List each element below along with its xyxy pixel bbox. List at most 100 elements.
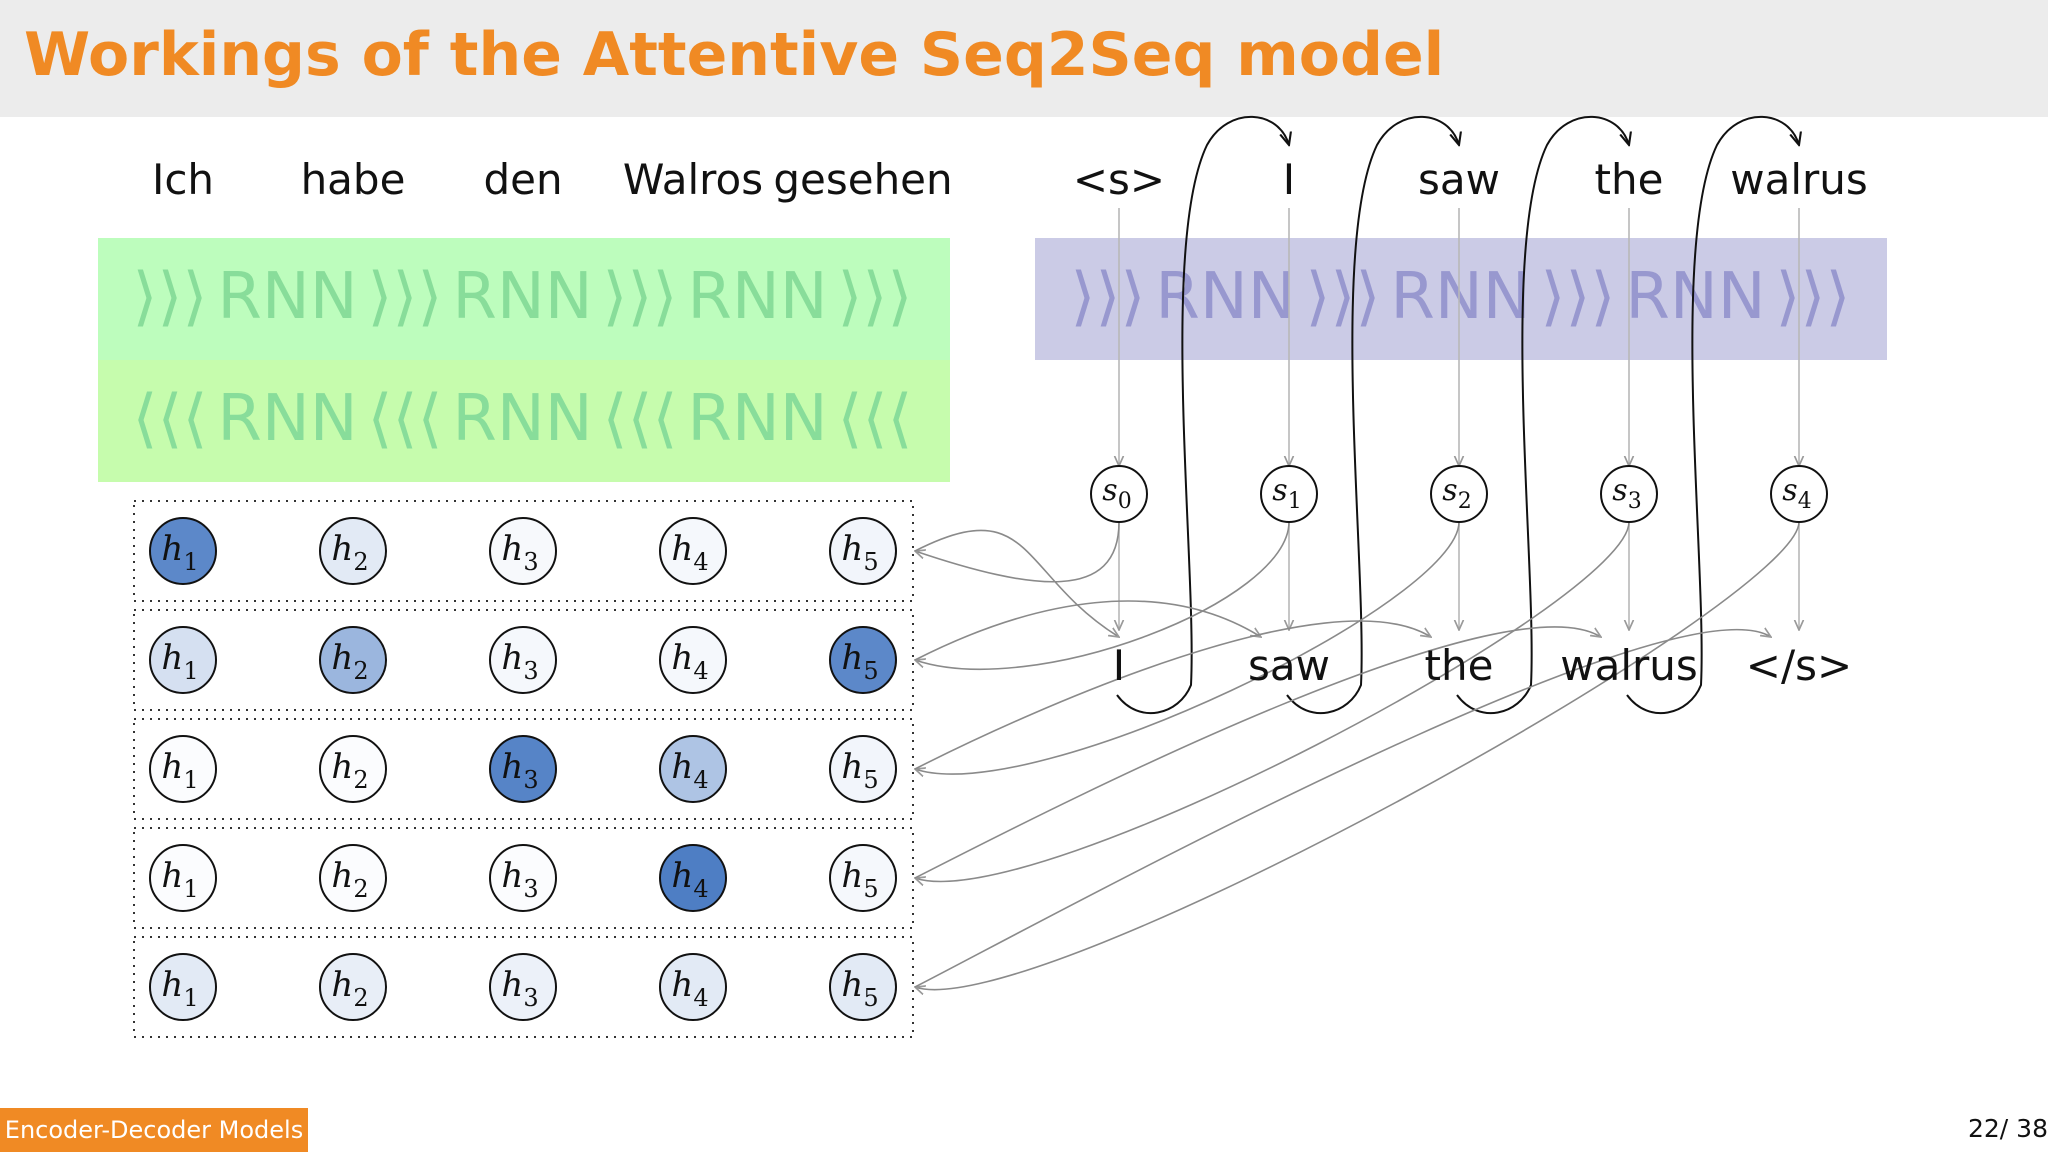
decoder-state-circle	[1770, 465, 1828, 523]
hidden-state-label: h1	[161, 747, 198, 794]
hidden-state-label: h2	[331, 965, 368, 1012]
hidden-state-circle	[659, 626, 727, 694]
state-to-attention-arrow	[915, 521, 1800, 990]
decoder-state-circle	[1430, 465, 1488, 523]
hidden-state-node: h2	[319, 844, 387, 912]
hidden-state-node: h5	[829, 626, 897, 694]
context-to-output-arrow	[914, 529, 1119, 637]
source-word: den	[483, 155, 562, 204]
source-word: habe	[301, 155, 406, 204]
context-to-output-arrow	[914, 626, 1601, 879]
decoder-state-label: s0	[1102, 473, 1131, 514]
hidden-state-label: h2	[331, 529, 368, 576]
hidden-state-label: h2	[331, 856, 368, 903]
hidden-state-node: h1	[149, 626, 217, 694]
hidden-state-circle	[829, 844, 897, 912]
decoder-state-node: s2	[1430, 465, 1488, 523]
source-word: Ich	[152, 155, 214, 204]
encoder-forward-rnn-label: RNN	[687, 260, 827, 334]
hidden-state-label: h4	[671, 856, 708, 903]
hidden-state-label: h5	[841, 747, 878, 794]
encoder-backward-rnn-label: RNN	[217, 382, 357, 456]
encoder-forward-arrow-glyph: ⟩⟩⟩	[368, 260, 443, 334]
hidden-state-label: h5	[841, 856, 878, 903]
state-to-attention-arrow	[915, 521, 1120, 583]
decoder-state-node: s3	[1600, 465, 1658, 523]
decoder-state-node: s4	[1770, 465, 1828, 523]
hidden-state-node: h2	[319, 626, 387, 694]
hidden-state-node: h5	[829, 735, 897, 803]
encoder-backward-arrow-glyph: ⟨⟨⟨	[603, 382, 678, 456]
decoder-input-word: saw	[1418, 155, 1500, 204]
hidden-state-node: h3	[489, 517, 557, 585]
state-to-attention-arrow	[915, 521, 1460, 774]
hidden-state-circle	[149, 626, 217, 694]
hidden-state-label: h3	[501, 638, 538, 685]
hidden-state-label: h1	[161, 638, 198, 685]
encoder-forward-band	[98, 238, 950, 360]
hidden-state-label: h1	[161, 965, 198, 1012]
hidden-state-circle	[149, 517, 217, 585]
hidden-state-circle	[149, 953, 217, 1021]
encoder-backward-band	[98, 360, 950, 482]
hidden-state-node: h3	[489, 953, 557, 1021]
decoder-state-node: s0	[1090, 465, 1148, 523]
hidden-state-node: h4	[659, 626, 727, 694]
decoder-output-word: walrus	[1560, 641, 1698, 690]
hidden-state-node: h5	[829, 844, 897, 912]
hidden-state-circle	[659, 844, 727, 912]
hidden-state-node: h1	[149, 953, 217, 1021]
hidden-state-label: h3	[501, 747, 538, 794]
attention-diagram: ⟩⟩⟩RNN⟩⟩⟩RNN⟩⟩⟩RNN⟩⟩⟩⟨⟨⟨RNN⟨⟨⟨RNN⟨⟨⟨RNN⟨…	[98, 115, 1887, 1038]
hidden-state-node: h2	[319, 517, 387, 585]
hidden-state-node: h1	[149, 735, 217, 803]
hidden-state-circle	[319, 517, 387, 585]
decoder-output-word: saw	[1248, 641, 1330, 690]
decoder-input-word: <s>	[1073, 155, 1165, 204]
decoder-state-label: s4	[1782, 473, 1811, 514]
decoder-arrow-glyph: ⟩⟩⟩	[1071, 260, 1146, 334]
hidden-state-circle	[659, 735, 727, 803]
source-word: gesehen	[773, 155, 952, 204]
hidden-state-node: h2	[319, 735, 387, 803]
hidden-state-circle	[319, 844, 387, 912]
hidden-state-node: h3	[489, 626, 557, 694]
hidden-state-node: h4	[659, 844, 727, 912]
hidden-state-circle	[149, 735, 217, 803]
hidden-state-label: h3	[501, 965, 538, 1012]
hidden-state-circle	[489, 517, 557, 585]
source-word: Walros	[623, 155, 763, 204]
encoder-forward-arrow-glyph: ⟩⟩⟩	[838, 260, 913, 334]
decoder-output-word: the	[1425, 641, 1494, 690]
hidden-state-label: h5	[841, 638, 878, 685]
decoder-state-circle	[1260, 465, 1318, 523]
hidden-state-circle	[829, 517, 897, 585]
slide-title: Workings of the Attentive Seq2Seq model	[24, 20, 1445, 90]
hidden-state-circle	[319, 953, 387, 1021]
decoder-input-word: I	[1283, 155, 1295, 204]
context-to-output-arrow	[914, 620, 1431, 770]
hidden-state-label: h1	[161, 529, 198, 576]
title-bar	[0, 0, 2048, 117]
feedback-loop-arrow	[1456, 115, 1629, 714]
hidden-state-node: h4	[659, 517, 727, 585]
hidden-state-circle	[829, 953, 897, 1021]
decoder-output-word: I	[1113, 641, 1125, 690]
hidden-state-node: h5	[829, 953, 897, 1021]
hidden-state-label: h3	[501, 529, 538, 576]
decoder-state-circle	[1600, 465, 1658, 523]
hidden-state-node: h4	[659, 735, 727, 803]
decoder-arrow-glyph: ⟩⟩⟩	[1776, 260, 1851, 334]
encoder-backward-rnn-label: RNN	[452, 382, 592, 456]
hidden-state-circle	[829, 735, 897, 803]
hidden-state-node: h3	[489, 844, 557, 912]
encoder-forward-rnn-label: RNN	[452, 260, 592, 334]
hidden-state-label: h1	[161, 856, 198, 903]
encoder-backward-rnn-label: RNN	[687, 382, 827, 456]
encoder-forward-arrow-glyph: ⟩⟩⟩	[133, 260, 208, 334]
hidden-state-circle	[489, 626, 557, 694]
hidden-state-node: h4	[659, 953, 727, 1021]
decoder-arrow-glyph: ⟩⟩⟩	[1541, 260, 1616, 334]
hidden-state-node: h2	[319, 953, 387, 1021]
hidden-state-circle	[319, 735, 387, 803]
